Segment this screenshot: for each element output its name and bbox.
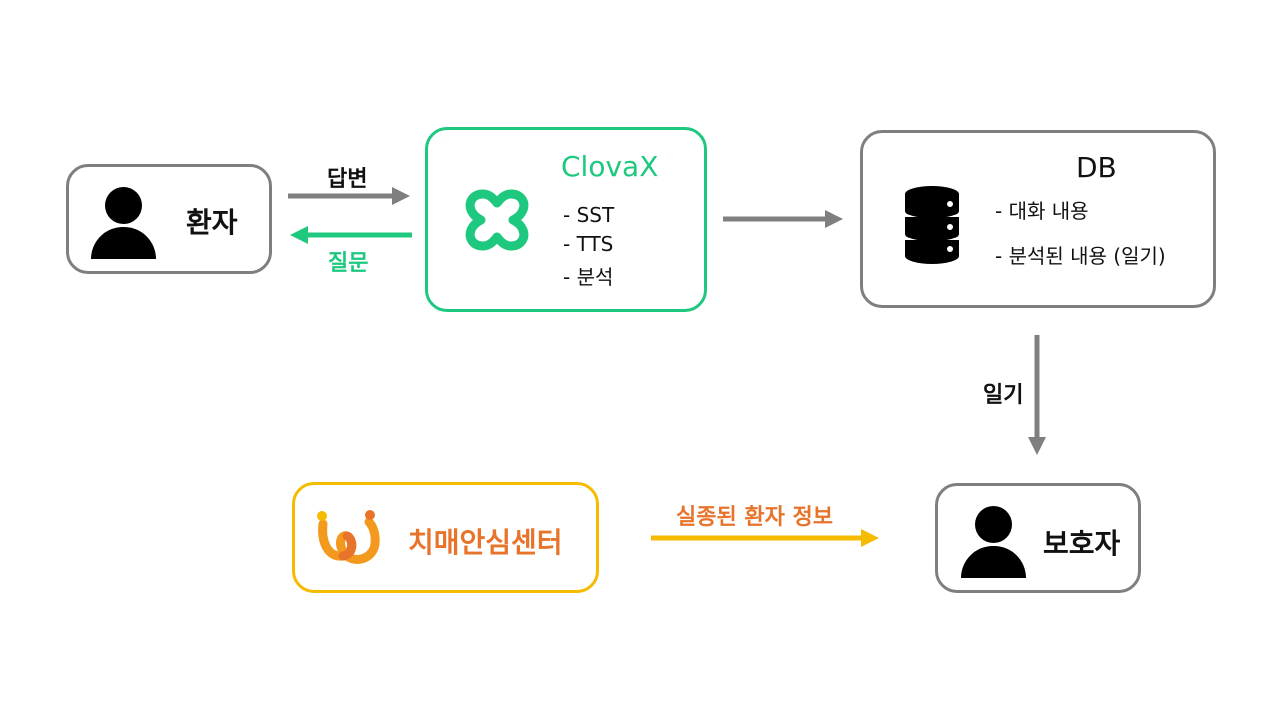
db-item-analyzed: - 분석된 내용 (일기) <box>995 244 1166 268</box>
dementia-center-node: 치매안심센터 <box>292 482 599 593</box>
clovax-title: ClovaX <box>561 150 659 183</box>
db-to-guardian-arrow <box>1028 335 1046 455</box>
clovax-node: ClovaX - SST - TTS - 분석 <box>425 127 707 312</box>
question-label: 질문 <box>328 251 369 276</box>
patient-label: 환자 <box>186 206 238 239</box>
center-to-guardian-arrow <box>651 529 879 547</box>
diary-label: 일기 <box>983 383 1024 408</box>
db-item-conversation: - 대화 내용 <box>995 199 1089 223</box>
clova-item-analysis: - 분석 <box>563 265 614 289</box>
question-arrow <box>290 226 412 244</box>
answer-arrow <box>288 187 410 205</box>
database-icon <box>904 186 960 264</box>
guardian-label: 보호자 <box>1043 527 1121 560</box>
patient-node: 환자 <box>66 164 272 274</box>
person-icon <box>961 506 1026 578</box>
clova-item-tts: - TTS <box>563 232 614 256</box>
person-icon <box>91 187 156 259</box>
db-node: DB - 대화 내용 - 분석된 내용 (일기) <box>860 130 1216 308</box>
dementia-center-label: 치매안심센터 <box>408 526 563 559</box>
clova-item-sst: - SST <box>563 203 615 227</box>
clova-to-db-arrow <box>723 210 843 228</box>
missing-info-label: 실종된 환자 정보 <box>676 505 833 530</box>
answer-label: 답변 <box>327 167 368 192</box>
db-title: DB <box>1076 151 1117 184</box>
guardian-node: 보호자 <box>935 483 1141 593</box>
dementia-center-logo-icon <box>317 510 380 564</box>
clova-icon <box>465 189 529 251</box>
